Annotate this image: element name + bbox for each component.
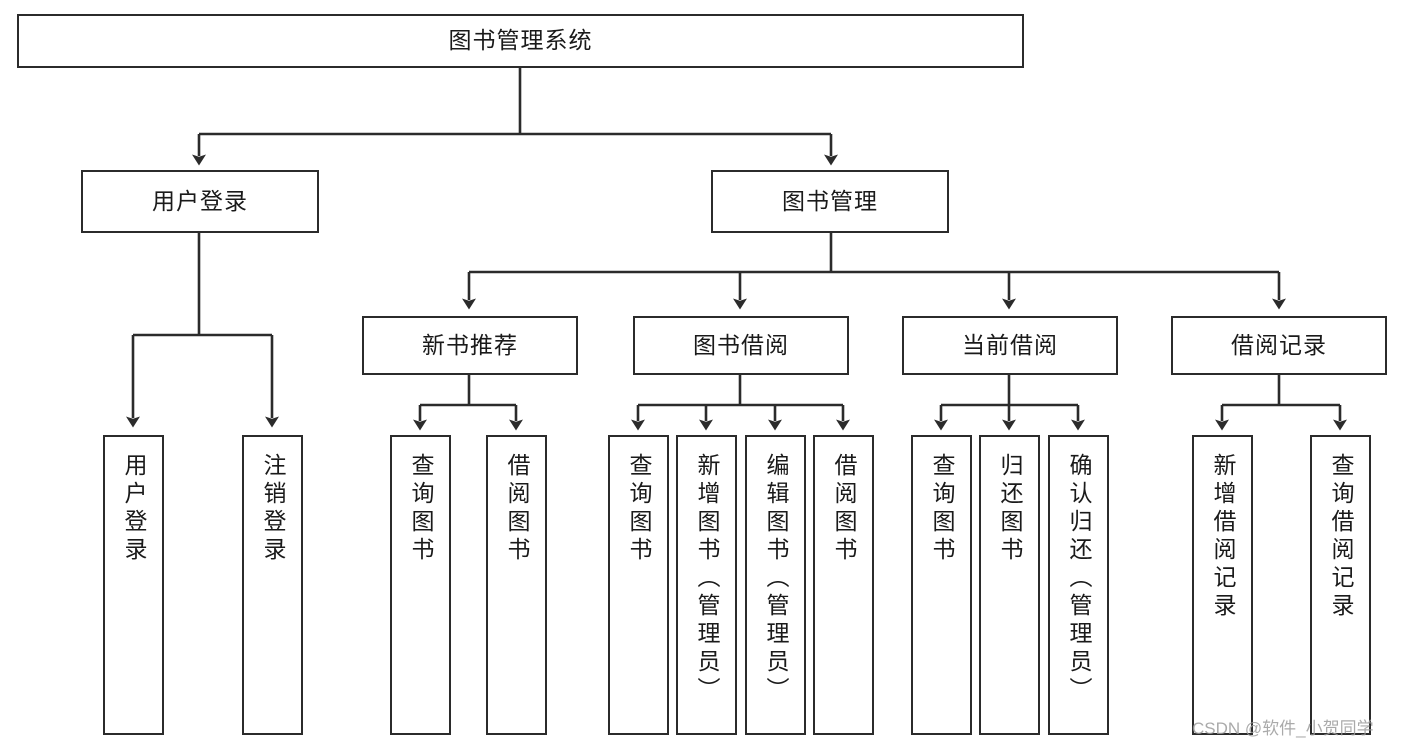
node-label: 借阅图书 <box>504 453 530 565</box>
node-label: 注销登录 <box>260 453 286 565</box>
leaf-confirm-return-admin[interactable]: 确认归还（管理员） <box>1048 435 1109 735</box>
node-label: 新书推荐 <box>422 331 518 358</box>
node-label: 借阅记录 <box>1231 331 1327 358</box>
node-label: 用户登录 <box>152 187 248 214</box>
watermark: CSDN @软件_小贺同学 <box>1192 719 1374 738</box>
node-book-borrow[interactable]: 图书借阅 <box>633 316 849 375</box>
node-label: 当前借阅 <box>962 331 1058 358</box>
node-label: 确认归还（管理员） <box>1066 453 1092 705</box>
leaf-logout[interactable]: 注销登录 <box>242 435 303 735</box>
node-label: 图书借阅 <box>693 331 789 358</box>
leaf-borrow-book[interactable]: 借阅图书 <box>813 435 874 735</box>
node-label: 查询图书 <box>626 453 652 565</box>
node-label: 归还图书 <box>997 453 1023 565</box>
node-user-login[interactable]: 用户登录 <box>81 170 319 233</box>
leaf-user-login[interactable]: 用户登录 <box>103 435 164 735</box>
leaf-query-borrow-record[interactable]: 查询借阅记录 <box>1310 435 1371 735</box>
node-root-book-management-system[interactable]: 图书管理系统 <box>17 14 1024 68</box>
node-new-book-recommend[interactable]: 新书推荐 <box>362 316 578 375</box>
node-current-borrow[interactable]: 当前借阅 <box>902 316 1118 375</box>
leaf-add-book-admin[interactable]: 新增图书（管理员） <box>676 435 737 735</box>
node-label: 编辑图书（管理员） <box>763 453 789 705</box>
leaf-query-book-recommend[interactable]: 查询图书 <box>390 435 451 735</box>
node-borrow-records[interactable]: 借阅记录 <box>1171 316 1387 375</box>
node-label: 用户登录 <box>121 453 147 565</box>
leaf-return-book[interactable]: 归还图书 <box>979 435 1040 735</box>
node-label: 新增借阅记录 <box>1210 453 1236 621</box>
leaf-edit-book-admin[interactable]: 编辑图书（管理员） <box>745 435 806 735</box>
leaf-borrow-book-recommend[interactable]: 借阅图书 <box>486 435 547 735</box>
node-label: 图书管理 <box>782 187 878 214</box>
node-label: 查询图书 <box>408 453 434 565</box>
leaf-add-borrow-record[interactable]: 新增借阅记录 <box>1192 435 1253 735</box>
node-label: 查询借阅记录 <box>1328 453 1354 621</box>
node-book-management[interactable]: 图书管理 <box>711 170 949 233</box>
node-label: 新增图书（管理员） <box>694 453 720 705</box>
node-label: 图书管理系统 <box>448 27 593 54</box>
leaf-query-book-current[interactable]: 查询图书 <box>911 435 972 735</box>
leaf-query-book-borrow[interactable]: 查询图书 <box>608 435 669 735</box>
node-label: 借阅图书 <box>831 453 857 565</box>
node-label: 查询图书 <box>929 453 955 565</box>
